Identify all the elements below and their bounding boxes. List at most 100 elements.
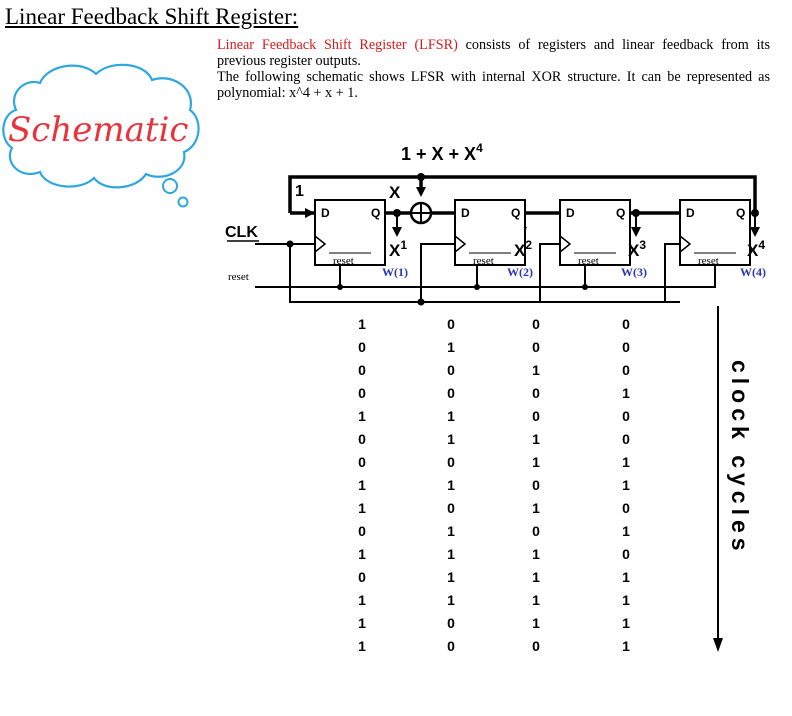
flip-flop-reset-label: reset — [333, 255, 354, 267]
junction-q1 — [393, 209, 401, 217]
polynomial-base: 1 + X + X — [401, 144, 476, 164]
sequence-row: 0 0 1 1 — [358, 454, 630, 470]
feedback-loop-wire — [288, 175, 757, 213]
sequence-cell: 1 — [358, 316, 366, 332]
tap-output-label: X2 — [514, 238, 532, 260]
sequence-cell: 0 — [622, 316, 630, 332]
sequence-cell: 0 — [447, 362, 455, 378]
sequence-cell: 1 — [447, 523, 455, 539]
tap4-arrowhead — [750, 227, 760, 237]
sequence-cell: 0 — [358, 523, 366, 539]
sequence-row: 0 1 0 1 — [358, 523, 630, 539]
flip-flop-box — [679, 199, 751, 266]
sequence-cell: 0 — [532, 477, 540, 493]
sequence-cell: 0 — [532, 316, 540, 332]
description: Linear Feedback Shift Register (LFSR) co… — [217, 37, 770, 101]
description-para-2: The following schematic shows LFSR with … — [217, 69, 770, 101]
sequence-cell: 0 — [447, 454, 455, 470]
sequence-cell: 1 — [358, 408, 366, 424]
flip-flop-box — [454, 199, 526, 266]
feedback-arrowhead — [305, 208, 315, 218]
clk-ff3-wire — [539, 243, 560, 302]
sequence-cell: 0 — [622, 339, 630, 355]
reset-input-label: reset — [228, 271, 249, 283]
flip-flop-q-label: Q — [736, 206, 745, 220]
sequence-cell: 0 — [622, 500, 630, 516]
junction-xor-top — [417, 173, 425, 181]
sequence-cell: 0 — [447, 316, 455, 332]
clock-axis-arrowhead — [713, 638, 723, 652]
sequence-row: 1 0 0 0 — [358, 316, 630, 332]
sequence-cell: 1 — [358, 615, 366, 631]
lfsr-highlight: Linear Feedback Shift Register (LFSR) — [217, 37, 458, 53]
sequence-cell: 0 — [532, 385, 540, 401]
flip-flop-box — [314, 199, 386, 266]
sequence-cell: 1 — [447, 477, 455, 493]
flip-flop-d-label: D — [686, 206, 695, 220]
cloud-puff-2 — [177, 196, 189, 208]
sequence-cell: 1 — [532, 546, 540, 562]
sequence-cell: 1 — [622, 523, 630, 539]
sequence-cell: 1 — [532, 500, 540, 516]
sequence-cell: 1 — [532, 431, 540, 447]
sequence-cell: 1 — [532, 362, 540, 378]
sequence-cell: 0 — [358, 431, 366, 447]
register-w-label: W(3) — [621, 265, 647, 279]
sequence-cell: 0 — [622, 431, 630, 447]
sequence-cell: 1 — [358, 592, 366, 608]
sequence-cell: 0 — [622, 546, 630, 562]
sequence-cell: 0 — [358, 569, 366, 585]
sequence-cell: 1 — [358, 500, 366, 516]
sequence-cell: 0 — [358, 385, 366, 401]
sequence-cell: 1 — [532, 615, 540, 631]
schematic-badge-label: Schematic — [8, 110, 188, 150]
clk-label: CLK — [225, 224, 258, 241]
sequence-cell: 1 — [622, 454, 630, 470]
description-text-1: consists of registers and linear feedbac… — [217, 37, 770, 69]
cloud-shape — [2, 63, 200, 189]
clock-input-triangle — [314, 235, 327, 253]
sequence-cell: 1 — [622, 615, 630, 631]
sequence-cell: 1 — [447, 569, 455, 585]
feedback-one-label: 1 — [295, 183, 304, 200]
sequence-cell: 0 — [532, 408, 540, 424]
sequence-cell: 0 — [358, 339, 366, 355]
flip-flop-d-label: D — [566, 206, 575, 220]
clock-cycles-label: clock cycles — [727, 360, 753, 556]
polynomial-label: 1 + X + X4 — [401, 141, 483, 164]
xor-feedback-arrowhead — [416, 187, 426, 197]
cloud-puff-1 — [162, 178, 178, 194]
sequence-cell: 1 — [358, 477, 366, 493]
sequence-cell: 1 — [447, 431, 455, 447]
sequence-cell: 0 — [532, 339, 540, 355]
sequence-cell: 1 — [447, 408, 455, 424]
sequence-cell: 1 — [358, 546, 366, 562]
flip-flop-q-label: Q — [371, 206, 380, 220]
sequence-cell: 1 — [532, 569, 540, 585]
sequence-cell: 0 — [447, 385, 455, 401]
description-para-1: Linear Feedback Shift Register (LFSR) co… — [217, 37, 770, 69]
sequence-cell: 1 — [532, 454, 540, 470]
sequence-cell: 0 — [532, 523, 540, 539]
sequence-cell: 1 — [358, 638, 366, 654]
sequence-cell: 1 — [447, 339, 455, 355]
sequence-row: 0 1 0 0 — [358, 339, 630, 355]
sequence-cell: 0 — [358, 454, 366, 470]
page-title: Linear Feedback Shift Register: — [5, 4, 299, 29]
schematic-cloud-badge: Schematic — [2, 63, 200, 208]
flip-flop-q-label: Q — [616, 206, 625, 220]
clock-input-triangle — [559, 235, 572, 253]
sequence-cell: 1 — [532, 592, 540, 608]
flip-flop-q-label: Q — [511, 206, 520, 220]
sequence-cell: 1 — [447, 592, 455, 608]
junction-clk — [286, 240, 294, 248]
